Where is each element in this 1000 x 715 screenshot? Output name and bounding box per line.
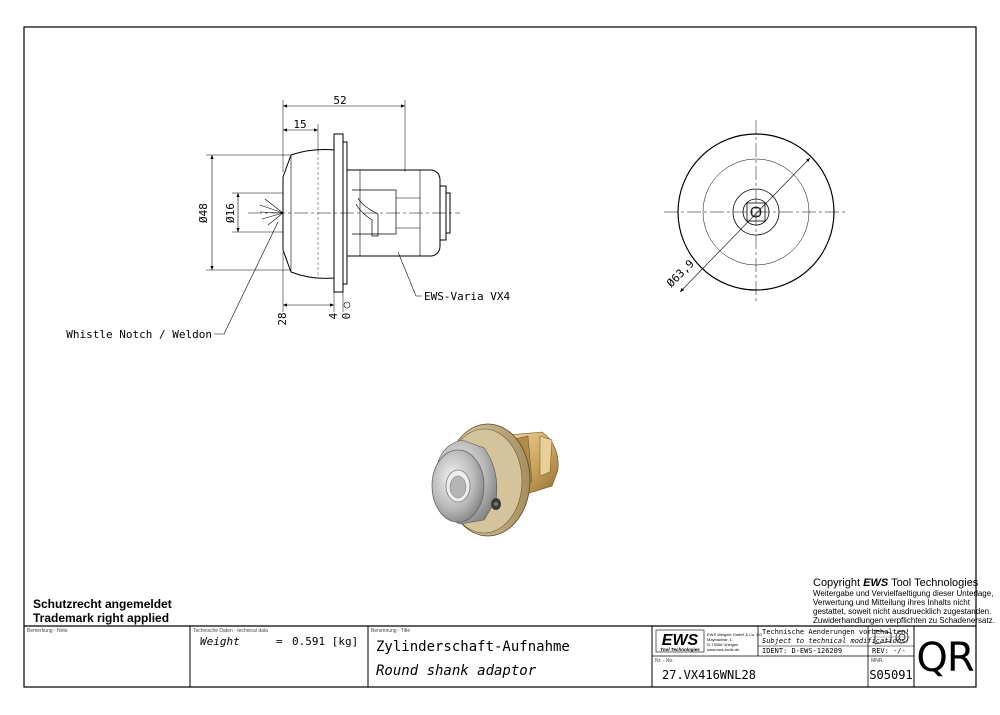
notice-de: Technische Aenderungen vorbehalten! bbox=[762, 628, 910, 636]
drawing-frame bbox=[23, 26, 977, 688]
dim-inner-diameter: Ø16 bbox=[224, 203, 237, 223]
side-view bbox=[206, 100, 460, 335]
iso-render bbox=[431, 423, 559, 537]
copyright-prefix: Copyright bbox=[813, 577, 861, 589]
copyright-line: Verwertung und Mitteilung ihres Inhalts … bbox=[813, 598, 970, 607]
dim-shank-length: 28 bbox=[276, 312, 289, 325]
notice-en: Subject to technical modifications! bbox=[762, 637, 910, 645]
part-number: 27.VX416WNL28 bbox=[662, 668, 756, 682]
qr-label: QR bbox=[916, 635, 974, 681]
callout-notch: Whistle Notch / Weldon bbox=[66, 328, 212, 341]
dim-flange-offset: 15 bbox=[293, 118, 306, 131]
title-de: Zylinderschaft-Aufnahme bbox=[376, 639, 570, 655]
svg-text:Tool Technologies: Tool Technologies bbox=[660, 647, 700, 652]
dim-zero: 0 bbox=[340, 313, 353, 320]
svg-text:EWS: EWS bbox=[662, 632, 699, 649]
dim-four: 4 bbox=[327, 312, 340, 319]
note-label: Bemerkung - Note bbox=[27, 628, 68, 634]
tech-data-label: Technische Daten - technical data bbox=[193, 628, 269, 634]
weight-eq: = bbox=[276, 635, 283, 648]
legal-line-de: Schutzrecht angemeldet bbox=[33, 597, 172, 611]
ews-logo: EWS Tool Technologies bbox=[655, 629, 705, 653]
rev-value: REV: -/- bbox=[872, 647, 906, 655]
mnr-value: S05091 bbox=[869, 668, 913, 682]
front-view bbox=[664, 120, 848, 304]
title-en: Round shank adaptor bbox=[376, 663, 537, 679]
copyright-line: Weitergabe und Vervielfaeltigung dieser … bbox=[813, 589, 994, 598]
dim-outer-diameter: Ø48 bbox=[197, 203, 210, 223]
legal-notice: Schutzrecht angemeldet Trademark right a… bbox=[33, 597, 172, 625]
title-block-grid bbox=[24, 625, 976, 687]
ident-value: IDENT: D-EWS-126209 bbox=[762, 647, 843, 655]
callout-interface: EWS-Varia VX4 bbox=[424, 290, 510, 303]
legal-line-en: Trademark right applied bbox=[33, 611, 170, 625]
modification-notice: Technische Aenderungen vorbehalten! Subj… bbox=[762, 628, 910, 646]
mnr-label: MNR. bbox=[871, 658, 884, 664]
dim-front-diameter: Ø63,9 bbox=[664, 257, 697, 290]
weight-value: 0.591 [kg] bbox=[292, 635, 359, 648]
company-address: EWS Weigele GmbH & Co. KG Maybachstr. 1 … bbox=[707, 632, 763, 652]
number-label: Nr. - No. bbox=[655, 658, 674, 664]
copyright-line: Zuwiderhandlungen verpflichten zu Schade… bbox=[813, 616, 995, 625]
copyright-brand: EWS bbox=[863, 577, 889, 589]
copyright-block: Copyright EWS Tool Technologies Weiterga… bbox=[813, 577, 995, 625]
title-label: Benennung - Title bbox=[371, 628, 411, 634]
copyright-brand-rest: Tool Technologies bbox=[891, 577, 979, 589]
copyright-line: gestattet, soweit nicht ausdruecklich zu… bbox=[813, 607, 992, 616]
weight-label: Weight bbox=[200, 635, 240, 648]
dim-overall-length: 52 bbox=[333, 94, 346, 107]
